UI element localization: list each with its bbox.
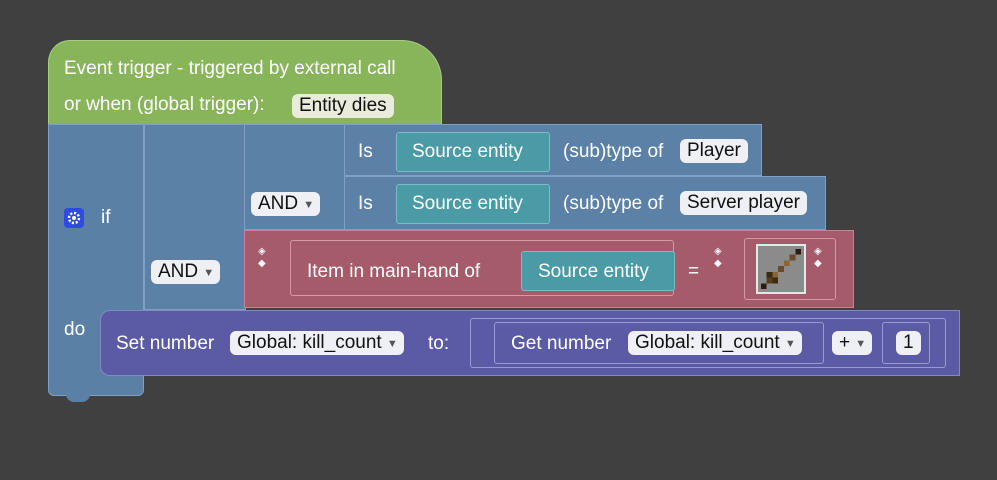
gear-icon[interactable] — [64, 208, 84, 228]
operator-dropdown[interactable]: +▼ — [832, 331, 873, 355]
do-label: do — [64, 319, 86, 340]
set-variable-dropdown[interactable]: Global: kill_count▼ — [230, 331, 404, 355]
set-number-label: Set number — [116, 333, 215, 354]
item-in-main-hand-label: Item in main-hand of — [307, 261, 481, 282]
and-outer-dropdown[interactable]: AND▼ — [151, 260, 221, 284]
source-entity-label: Source entity — [538, 261, 649, 282]
mutator-icon[interactable]: ◈◆ — [814, 246, 822, 269]
equals-label: = — [688, 261, 700, 282]
and-inner-dropdown[interactable]: AND▼ — [251, 192, 321, 216]
is-label: Is — [358, 141, 373, 162]
get-variable-dropdown[interactable]: Global: kill_count▼ — [628, 331, 802, 355]
type-field-player[interactable]: Player — [680, 139, 748, 163]
is-label: Is — [358, 193, 373, 214]
event-trigger-line1: Event trigger - triggered by external ca… — [64, 58, 396, 79]
number-value-field[interactable]: 1 — [896, 331, 921, 355]
event-trigger-line2: or when (global trigger): — [64, 94, 265, 115]
source-entity-label: Source entity — [412, 141, 523, 162]
dropdown-arrow-icon: ▼ — [303, 199, 315, 211]
subtype-label: (sub)type of — [563, 141, 664, 162]
dropdown-arrow-icon: ▼ — [386, 338, 398, 350]
source-entity-block[interactable] — [521, 251, 675, 291]
dropdown-arrow-icon: ▼ — [855, 338, 867, 350]
dropdown-arrow-icon: ▼ — [784, 338, 796, 350]
to-label: to: — [428, 333, 450, 354]
dropdown-arrow-icon: ▼ — [203, 267, 215, 279]
subtype-label: (sub)type of — [563, 193, 664, 214]
mutator-icon[interactable]: ◈◆ — [258, 246, 266, 269]
global-trigger-field[interactable]: Entity dies — [292, 94, 394, 118]
source-entity-block[interactable] — [396, 132, 550, 172]
source-entity-label: Source entity — [412, 193, 523, 214]
source-entity-block[interactable] — [396, 184, 550, 224]
if-label: if — [101, 207, 111, 228]
type-field-server-player[interactable]: Server player — [680, 191, 807, 215]
get-number-label: Get number — [511, 333, 612, 354]
wooden-sword-icon[interactable] — [756, 244, 806, 294]
if-block-notch — [66, 394, 90, 402]
mutator-icon[interactable]: ◈◆ — [714, 246, 722, 269]
